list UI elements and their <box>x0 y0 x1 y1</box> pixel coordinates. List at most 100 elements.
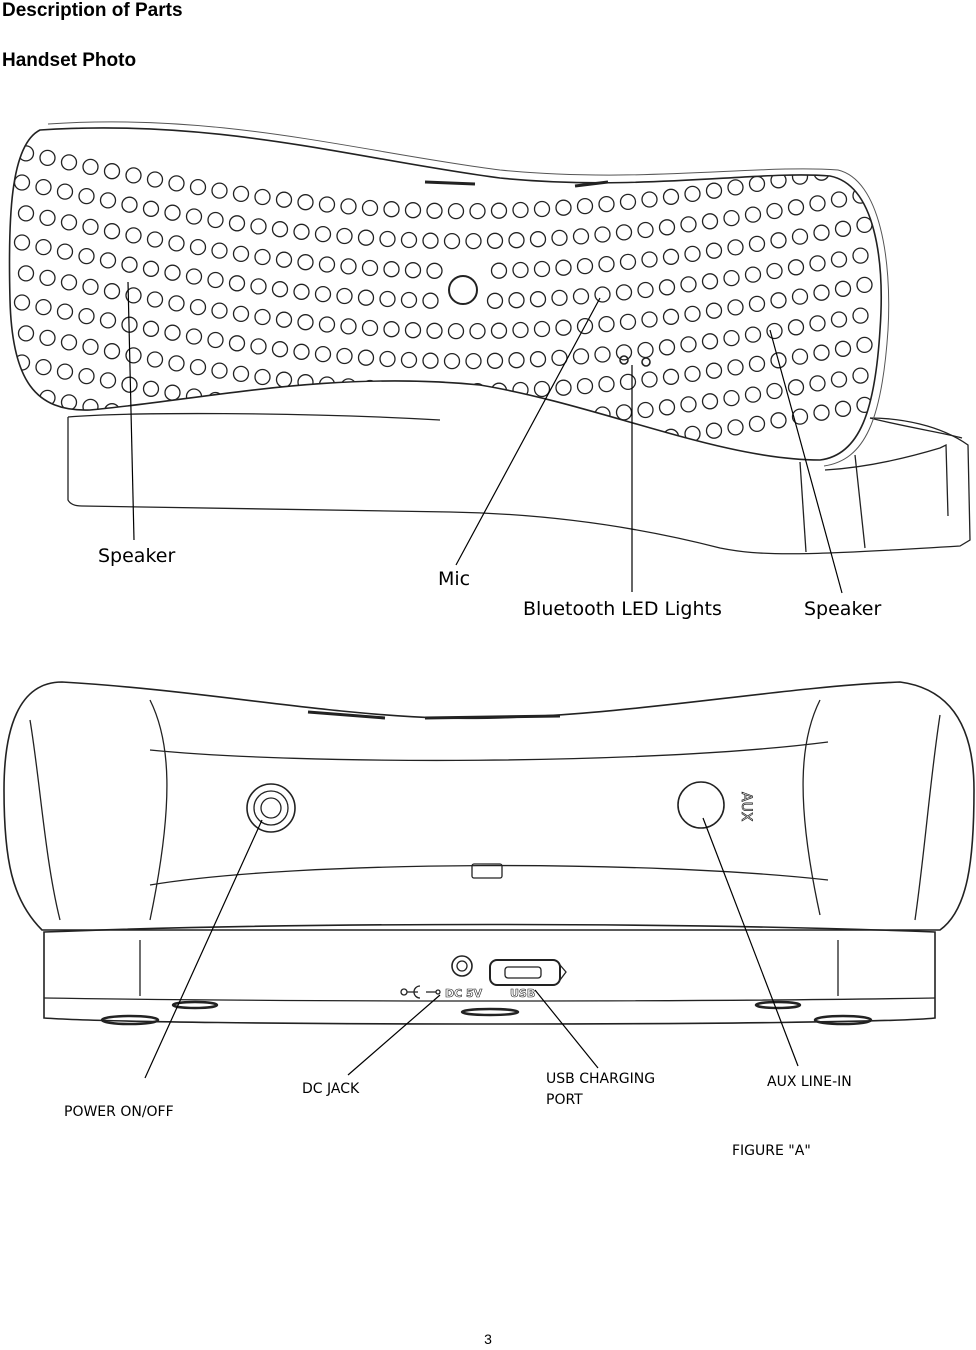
leader-dc-jack <box>347 994 441 1076</box>
grill-hole <box>82 158 99 176</box>
grill-hole <box>551 229 568 247</box>
grill-hole <box>744 386 762 403</box>
grill-hole <box>142 380 160 397</box>
grill-hole <box>142 260 160 277</box>
grill-hole <box>164 204 181 221</box>
grill-hole <box>748 415 766 433</box>
grill-hole <box>508 352 525 369</box>
grill-hole <box>39 269 56 287</box>
grill-hole <box>576 377 594 395</box>
grill-hole <box>422 292 439 309</box>
grill-hole <box>426 262 443 279</box>
grill-hole <box>379 410 396 428</box>
grill-hole <box>486 412 504 429</box>
grill-hole <box>207 211 224 229</box>
grill-hole <box>813 164 830 181</box>
grill-hole <box>744 206 762 223</box>
grill-hole <box>469 322 486 340</box>
grill-hole <box>619 253 637 271</box>
grill-hole <box>572 228 590 245</box>
grill-hole <box>723 269 740 287</box>
grill-hole <box>576 197 594 215</box>
grill-hole <box>619 193 637 211</box>
grill-hole <box>512 201 529 219</box>
grill-hole <box>250 218 267 235</box>
grill-hole <box>723 389 740 407</box>
grill-hole <box>594 286 611 303</box>
grill-hole <box>486 352 504 369</box>
grill-hole <box>748 235 766 253</box>
grill-hole <box>82 338 99 356</box>
grill-hole <box>658 279 676 296</box>
grill-hole <box>830 311 848 328</box>
grill-hole <box>508 232 525 249</box>
grill-hole <box>572 408 590 425</box>
grill-hole <box>701 273 719 290</box>
grill-hole <box>658 339 676 356</box>
speaker-front-view <box>8 121 971 555</box>
grill-hole <box>379 290 396 308</box>
grill-hole <box>787 259 805 276</box>
grill-hole <box>168 355 185 372</box>
grill-hole <box>232 425 250 443</box>
grill-hole <box>443 352 461 370</box>
grill-hole <box>662 248 680 265</box>
grill-hole <box>787 379 805 396</box>
grill-hole <box>469 202 486 220</box>
grill-hole <box>512 261 529 279</box>
grill-hole <box>78 187 95 205</box>
grill-hole <box>340 378 357 395</box>
grill-hole <box>555 439 572 456</box>
grill-hole <box>465 412 482 430</box>
grill-hole <box>533 260 551 278</box>
grill-hole <box>379 350 396 368</box>
grill-hole <box>361 439 379 457</box>
grill-hole <box>856 216 873 234</box>
grill-hole <box>637 401 654 419</box>
grill-hole <box>727 359 744 376</box>
grill-hole <box>13 234 31 251</box>
grill-hole <box>39 329 56 347</box>
grill-hole <box>318 196 336 213</box>
grill-hole <box>615 224 633 241</box>
grill-hole <box>361 379 379 397</box>
grill-hole <box>705 422 723 439</box>
grill-hole <box>490 442 508 459</box>
grill-hole <box>39 209 56 227</box>
grill-hole <box>146 351 164 368</box>
grill-hole <box>318 316 336 333</box>
grill-hole <box>662 308 680 325</box>
grill-hole <box>637 341 654 359</box>
grill-hole <box>791 348 809 365</box>
grill-hole <box>340 318 357 335</box>
grill-hole <box>168 295 185 312</box>
grill-hole <box>619 373 637 391</box>
grill-hole <box>490 262 508 279</box>
leader-aux <box>702 817 799 1067</box>
grill-hole <box>232 185 250 203</box>
grill-hole <box>271 281 289 298</box>
grill-hole <box>551 409 568 427</box>
grill-hole <box>254 188 271 206</box>
grill-hole <box>404 382 422 399</box>
grill-hole <box>684 245 701 263</box>
grill-hole <box>275 311 293 328</box>
grill-hole <box>17 265 35 282</box>
grill-hole <box>103 403 121 420</box>
grill-hole <box>336 347 353 365</box>
marking-usb: USB <box>510 987 535 1000</box>
grill-hole <box>13 294 31 311</box>
grill-hole <box>404 442 422 459</box>
grill-hole <box>168 175 185 192</box>
grill-hole <box>275 371 293 388</box>
grill-hole <box>207 331 224 349</box>
grill-hole <box>318 376 336 393</box>
grill-hole <box>615 344 633 361</box>
grill-hole <box>834 280 852 297</box>
grill-hole <box>809 315 826 332</box>
usb-port <box>489 959 561 986</box>
grill-hole <box>512 321 529 339</box>
grill-hole <box>852 307 869 324</box>
grill-hole <box>404 322 422 339</box>
aux-jack <box>677 781 725 829</box>
